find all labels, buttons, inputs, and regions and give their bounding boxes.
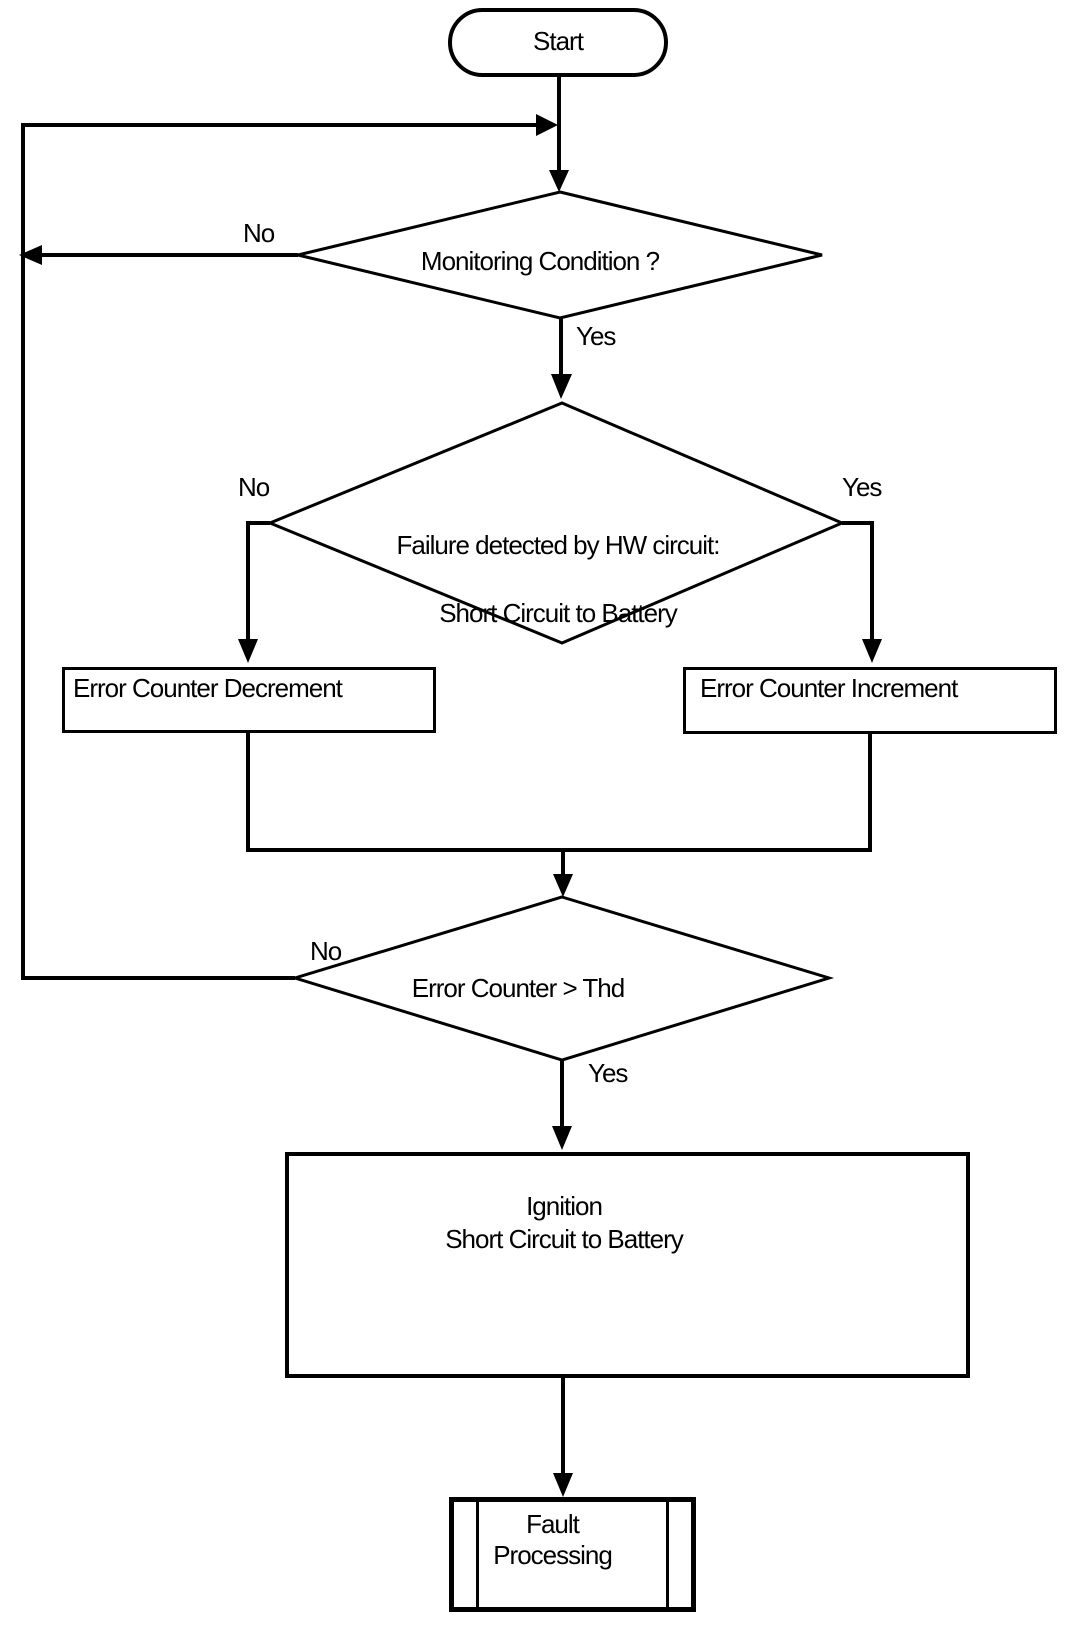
ignition-process-box: Ignition Short Circuit to Battery — [285, 1152, 970, 1378]
threshold-label: Error Counter > Thd — [411, 973, 625, 1003]
failure-label: Failure detected by HW circuit: Short Ci… — [358, 528, 758, 630]
fault-label-line2: Processing — [493, 1540, 613, 1570]
monitoring-no-label: No — [243, 218, 275, 248]
arrowhead-into-monitoring — [549, 170, 569, 192]
ignition-label-line2: Short Circuit to Battery — [445, 1224, 684, 1254]
fault-label-line1: Fault — [526, 1509, 580, 1539]
arrowhead-threshold-yes — [552, 1126, 572, 1150]
increment-label: Error Counter Increment — [700, 673, 958, 703]
start-node: Start — [448, 8, 668, 77]
threshold-decision-diamond — [289, 895, 835, 1062]
decrement-label: Error Counter Decrement — [73, 673, 343, 703]
start-label: Start — [533, 26, 584, 56]
failure-label-line1: Failure detected by HW circuit: — [396, 530, 720, 560]
arrowhead-into-decrement — [238, 639, 258, 663]
threshold-no-label: No — [310, 936, 342, 966]
failure-yes-label: Yes — [842, 472, 882, 502]
arrowhead-into-increment — [862, 639, 882, 663]
edge-failure-no — [246, 521, 270, 641]
edge-loop-return — [21, 123, 538, 980]
arrowhead-monitoring-yes — [551, 374, 572, 399]
failure-no-label: No — [238, 472, 270, 502]
threshold-yes-label: Yes — [588, 1058, 628, 1088]
monitoring-decision-diamond — [297, 190, 823, 320]
increment-process-box: Error Counter Increment — [683, 667, 1057, 734]
decrement-process-box: Error Counter Decrement — [62, 667, 436, 733]
monitoring-yes-label: Yes — [576, 321, 616, 351]
failure-decision-diamond — [266, 401, 846, 645]
fault-box-left-bar — [476, 1502, 479, 1607]
fault-subroutine-box: Fault Processing — [449, 1497, 696, 1612]
arrowhead-monitoring-no — [19, 245, 42, 265]
arrowhead-into-fault — [553, 1473, 573, 1497]
failure-label-line2: Short Circuit to Battery — [439, 598, 678, 628]
ignition-label-line1: Ignition — [526, 1191, 603, 1221]
edge-failure-yes — [842, 521, 874, 641]
fault-box-right-bar — [666, 1502, 669, 1607]
monitoring-label: Monitoring Condition ? — [420, 246, 660, 276]
arrowhead-into-threshold — [553, 874, 573, 897]
ignition-label: Ignition Short Circuit to Battery — [289, 1190, 839, 1256]
arrowhead-loop-into-main-line — [536, 114, 558, 136]
fault-label: Fault Processing — [454, 1509, 651, 1571]
edge-merge — [246, 731, 872, 852]
